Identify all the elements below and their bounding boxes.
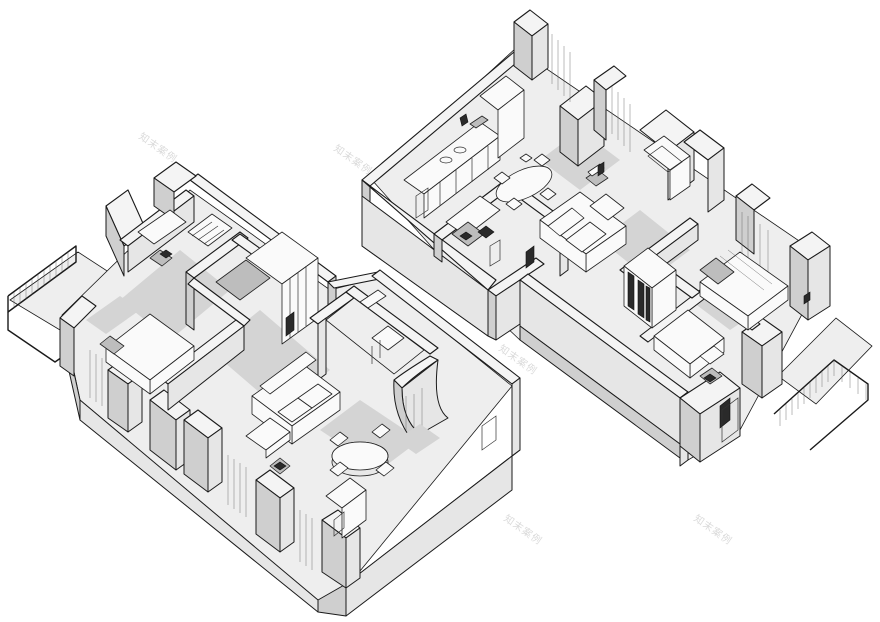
right-wardrobe bbox=[623, 247, 677, 329]
right-glazing bbox=[551, 34, 769, 276]
left-living-table bbox=[245, 417, 291, 475]
right-study bbox=[445, 195, 535, 269]
right-lower-bedroom bbox=[653, 309, 725, 385]
right-bedroom-bed bbox=[699, 249, 789, 331]
right-kitchen bbox=[403, 75, 525, 219]
left-kitchen-counter bbox=[325, 477, 367, 539]
left-dining-set bbox=[329, 423, 440, 477]
right-dining-set bbox=[493, 153, 557, 211]
left-wardrobe bbox=[215, 231, 319, 345]
left-bedroom-bed bbox=[86, 296, 195, 395]
right-top-columns bbox=[513, 9, 831, 399]
left-living-sofa bbox=[251, 351, 341, 445]
left-apartment-plan bbox=[7, 161, 521, 617]
left-study-furniture bbox=[137, 209, 233, 267]
right-apartment-plan bbox=[361, 9, 873, 467]
left-bathroom bbox=[309, 285, 449, 441]
right-balcony-railing bbox=[773, 317, 873, 451]
left-front-glazing bbox=[89, 350, 313, 570]
right-tv-wall bbox=[643, 135, 691, 201]
right-living-sofa bbox=[539, 163, 627, 273]
left-apartment-door bbox=[481, 415, 497, 451]
right-corner-block bbox=[679, 371, 741, 463]
